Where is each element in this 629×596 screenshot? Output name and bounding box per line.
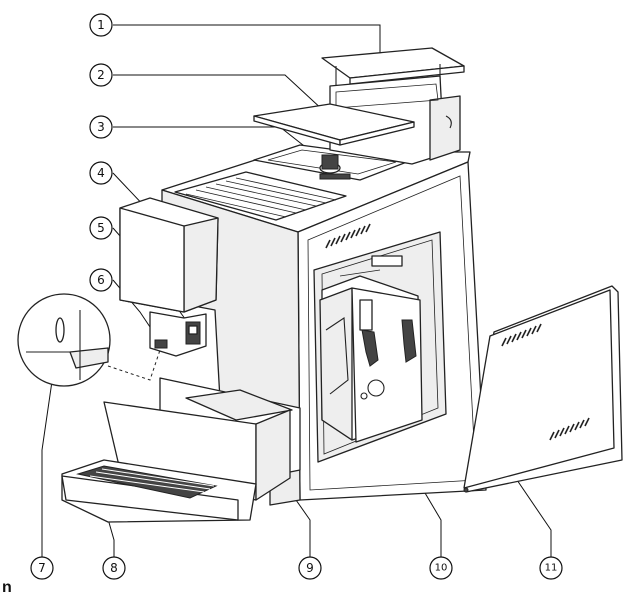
callouts: 1 2 3 4 5 6 7 8 [30,13,563,580]
callout-4: 4 [89,161,113,185]
callout-5: 5 [89,216,113,240]
callout-11: 11 [539,556,563,580]
callout-8: 8 [102,556,126,580]
callout-7: 7 [30,556,54,580]
drip-tray-assembly [61,377,301,523]
callout-1-label: 1 [97,18,105,32]
brewing-unit [319,255,423,443]
callout-10: 10 [429,556,453,580]
callout-6-label: 6 [97,273,105,287]
callout-4-label: 4 [97,166,105,180]
callout-1: 1 [89,13,113,37]
front-vent [325,223,371,249]
hopper-lid [253,103,415,146]
callout-11-label: 11 [545,563,558,574]
corner-text: n [2,579,12,596]
callout-3-label: 3 [97,120,105,134]
callout-10-label: 10 [435,563,448,574]
drip-tray-grid [89,468,215,493]
callout-6: 6 [89,268,113,292]
cover-vent-top [501,323,542,347]
callout-2: 2 [89,63,113,87]
callout-7-label: 7 [38,561,46,575]
top-vent-slots [185,177,337,218]
detail-zoom-circle [17,293,161,387]
callout-3: 3 [89,115,113,139]
callout-2-label: 2 [97,68,105,82]
callout-5-label: 5 [97,221,105,235]
side-cover [463,285,623,493]
callout-9-label: 9 [306,561,314,575]
water-tank [321,47,465,165]
coffee-dispenser [119,197,219,357]
callout-8-label: 8 [110,561,118,575]
cover-vent-bottom [549,417,590,441]
callout-9: 9 [298,556,322,580]
